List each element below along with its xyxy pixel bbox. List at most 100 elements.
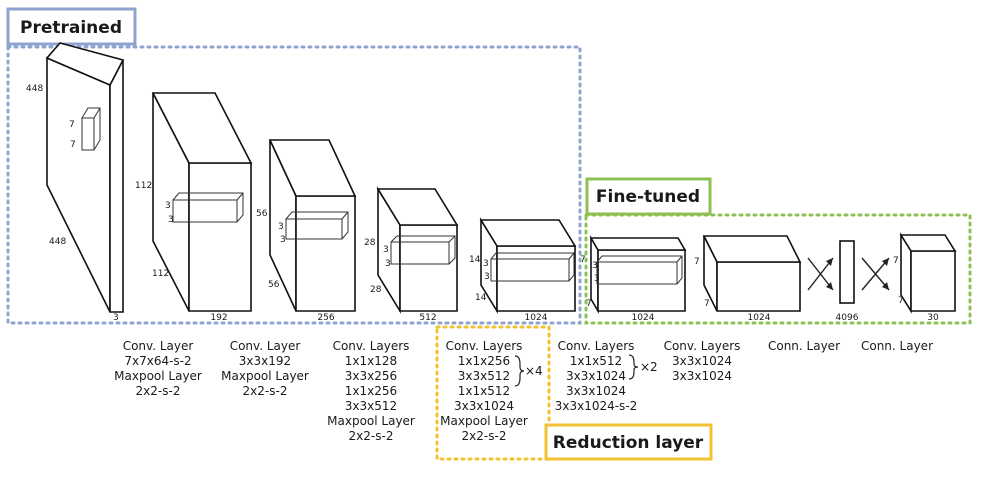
caption-line: Maxpool Layer — [221, 369, 309, 383]
caption-line: 3x3x256 — [345, 369, 397, 383]
block1-height: 112 — [135, 181, 152, 191]
caption-conv5: Conv. Layers 1x1x512 3x3x1024 3x3x1024 3… — [555, 339, 658, 413]
repeat-multiplier: ×2 — [640, 360, 658, 374]
repeat-brace — [628, 354, 639, 380]
caption-line: 3x3x1024 — [672, 369, 732, 383]
caption-line: 2x2-s-2 — [243, 384, 288, 398]
caption-line: Conv. Layers — [558, 339, 635, 353]
block3-kernel — [390, 235, 456, 265]
block5-kernel-h: 3 — [592, 261, 598, 271]
output-volume: 7 7 30 — [893, 232, 957, 323]
block4-kernel-w: 3 — [484, 272, 490, 282]
caption-line: 1x1x256 — [345, 384, 397, 398]
caption-line: 3x3x1024 — [672, 354, 732, 368]
input-kernel — [81, 107, 101, 151]
caption-conv2: Conv. Layer 3x3x192 Maxpool Layer 2x2-s-… — [221, 339, 309, 398]
block6-height: 7 — [694, 257, 700, 267]
repeat-brace — [514, 355, 525, 387]
block6-volume: 7 7 1024 — [694, 235, 802, 323]
block4-kernel-h: 3 — [483, 259, 489, 269]
caption-line: Maxpool Layer — [114, 369, 202, 383]
block1-kernel-w: 3 — [168, 215, 174, 225]
caption-conv6: Conv. Layers 3x3x1024 3x3x1024 — [664, 339, 741, 383]
caption-conv3: Conv. Layers 1x1x128 3x3x256 1x1x256 3x3… — [327, 339, 415, 443]
block5-kernel — [596, 255, 683, 285]
block4-kernel — [490, 252, 575, 282]
block5-kernel-w: 3 — [594, 274, 600, 284]
block3-kernel-w: 3 — [385, 259, 391, 269]
finetuned-label: Fine-tuned — [596, 187, 700, 207]
caption-line: Maxpool Layer — [327, 414, 415, 428]
block4-width: 14 — [475, 293, 487, 303]
output-height: 7 — [893, 256, 899, 266]
block3-channels: 512 — [419, 313, 436, 323]
block2-volume: 56 56 256 3 3 — [256, 139, 357, 323]
caption-line: Conv. Layers — [446, 339, 523, 353]
block3-kernel-h: 3 — [383, 245, 389, 255]
caption-line: 1x1x128 — [345, 354, 397, 368]
caption-line: 3x3x1024-s-2 — [555, 399, 638, 413]
block2-channels: 256 — [317, 313, 334, 323]
block2-height: 56 — [256, 209, 268, 219]
caption-line: Conn. Layer — [768, 339, 840, 353]
reduction-frame — [435, 325, 551, 461]
input-kernel-w: 7 — [70, 140, 76, 150]
caption-line: 7x7x64-s-2 — [124, 354, 191, 368]
caption-line: 2x2-s-2 — [349, 429, 394, 443]
block6-channels: 1024 — [748, 313, 771, 323]
block2-kernel-w: 3 — [280, 235, 286, 245]
caption-conv1: Conv. Layer 7x7x64-s-2 Maxpool Layer 2x2… — [114, 339, 202, 398]
caption-line: 3x3x192 — [239, 354, 291, 368]
reduction-label: Reduction layer — [553, 433, 704, 453]
caption-line: Conv. Layer — [230, 339, 301, 353]
input-channels: 3 — [113, 313, 119, 323]
caption-line: 3x3x1024 — [566, 369, 626, 383]
block5-width: 7 — [586, 299, 592, 309]
block3-volume: 28 28 512 3 3 — [364, 186, 459, 323]
block3-height: 28 — [364, 238, 376, 248]
fc-connection-arrows-1 — [807, 257, 834, 291]
fc-units: 4096 — [836, 313, 859, 323]
repeat-multiplier: ×4 — [525, 364, 543, 378]
input-width: 448 — [49, 237, 66, 247]
caption-line: Conv. Layers — [333, 339, 410, 353]
block5-channels: 1024 — [632, 313, 655, 323]
input-kernel-h: 7 — [69, 120, 75, 130]
block4-volume: 14 14 1024 3 3 — [469, 217, 577, 323]
block4-channels: 1024 — [525, 313, 548, 323]
block3-width: 28 — [370, 285, 382, 295]
block5-height: 7 — [580, 255, 586, 265]
caption-line: 1x1x512 — [458, 384, 510, 398]
pretrained-label: Pretrained — [20, 18, 122, 38]
fc-connection-arrows-2 — [861, 257, 890, 291]
block2-kernel-h: 3 — [278, 222, 284, 232]
pretrained-frame — [6, 45, 582, 325]
caption-line: 1x1x256 — [458, 354, 510, 368]
caption-conv4: Conv. Layers 1x1x256 3x3x512 1x1x512 3x3… — [440, 339, 543, 443]
caption-line: 3x3x1024 — [566, 384, 626, 398]
block4-height: 14 — [469, 255, 481, 265]
block6-width: 7 — [704, 299, 710, 309]
block1-kernel-h: 3 — [165, 201, 171, 211]
block1-volume: 112 112 192 3 3 — [135, 92, 253, 323]
output-channels: 30 — [927, 313, 939, 323]
caption-line: Conv. Layer — [123, 339, 194, 353]
block5-volume: 7 7 1024 3 3 — [580, 235, 687, 323]
finetuned-frame — [584, 213, 972, 325]
caption-fc2: Conn. Layer — [861, 339, 933, 353]
caption-line: 2x2-s-2 — [462, 429, 507, 443]
caption-line: 3x3x1024 — [454, 399, 514, 413]
caption-line: 3x3x512 — [458, 369, 510, 383]
caption-line: 3x3x512 — [345, 399, 397, 413]
caption-line: 1x1x512 — [570, 354, 622, 368]
reduction-badge: Reduction layer — [544, 423, 713, 461]
block1-width: 112 — [152, 269, 169, 279]
output-width: 7 — [898, 296, 904, 306]
pretrained-badge: Pretrained — [6, 7, 137, 46]
input-image-slab: 448 448 3 7 7 — [26, 42, 125, 323]
caption-line: Maxpool Layer — [440, 414, 528, 428]
fc-layer-bar: 4096 — [836, 240, 859, 323]
block1-kernel — [172, 192, 244, 223]
